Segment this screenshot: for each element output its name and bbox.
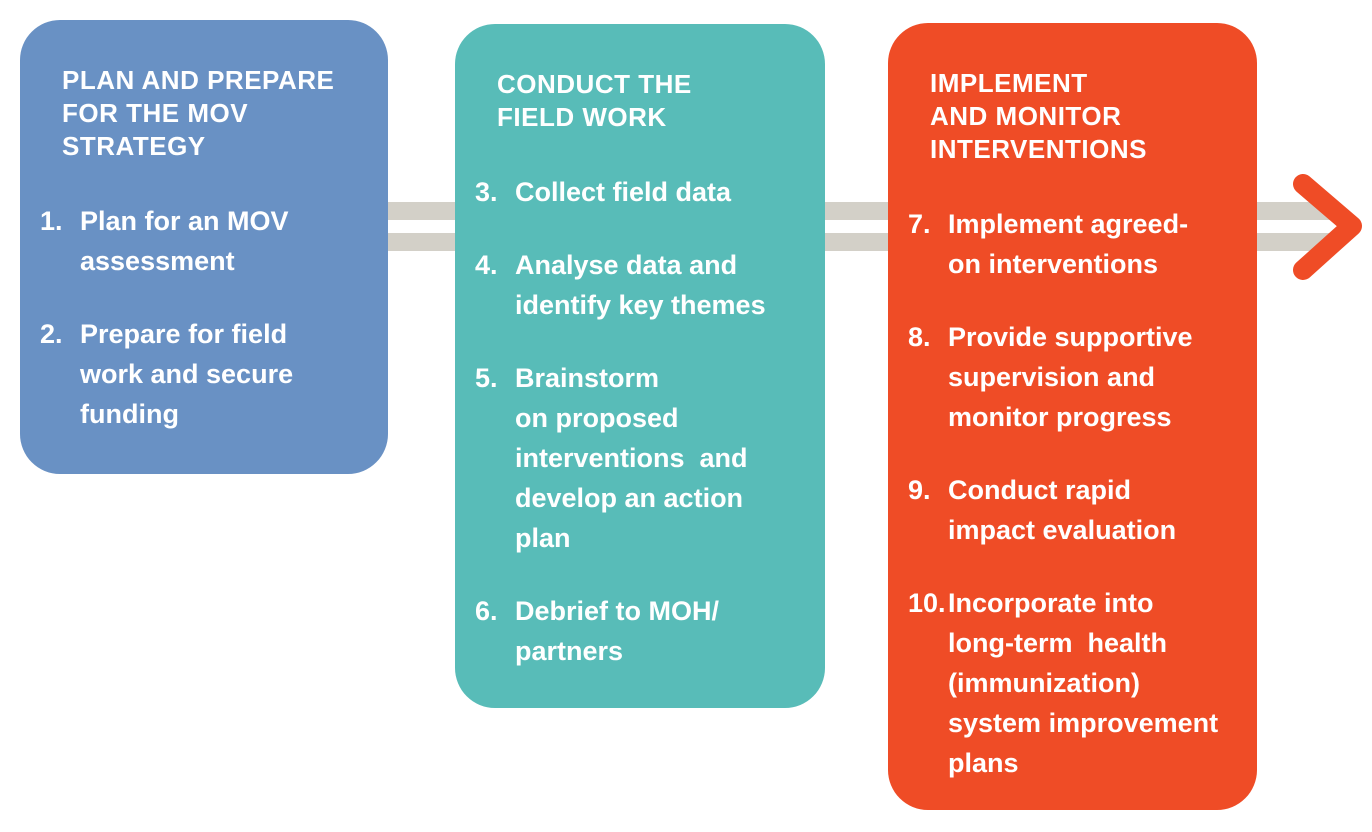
stage-title-line: CONDUCT THE bbox=[497, 69, 692, 99]
step-number: 9. bbox=[908, 475, 931, 505]
stage-title-line: PLAN AND PREPARE bbox=[62, 65, 335, 95]
step-number: 2. bbox=[40, 319, 63, 349]
step-text-line: Implement agreed- bbox=[948, 209, 1189, 239]
step-number: 7. bbox=[908, 209, 931, 239]
step-text-line: Incorporate into bbox=[948, 588, 1154, 618]
step-text-line: on interventions bbox=[948, 249, 1159, 279]
step-item-10: 10. Incorporate into long-term health (i… bbox=[908, 583, 1249, 783]
stage-title-line: INTERVENTIONS bbox=[930, 134, 1147, 164]
connector-bars-1 bbox=[388, 202, 455, 251]
connector-bar bbox=[825, 202, 888, 220]
stage-title: CONDUCT THE FIELD WORK bbox=[497, 68, 803, 134]
stage-box-field-work: CONDUCT THE FIELD WORK 3. Collect field … bbox=[455, 24, 825, 708]
step-text-line: partners bbox=[515, 636, 624, 666]
step-text-line: long-term health bbox=[948, 628, 1168, 658]
stage-title: IMPLEMENT AND MONITOR INTERVENTIONS bbox=[930, 67, 1235, 166]
step-number: 3. bbox=[475, 177, 498, 207]
step-item-2: 2. Prepare for field work and secure fun… bbox=[40, 314, 380, 434]
stage-box-plan-prepare: PLAN AND PREPARE FOR THE MOV STRATEGY 1.… bbox=[20, 20, 388, 474]
step-item-9: 9. Conduct rapid impact evaluation bbox=[908, 470, 1249, 550]
step-text-line: Conduct rapid bbox=[948, 475, 1131, 505]
step-number: 10. bbox=[908, 588, 946, 618]
connector-bars-2 bbox=[825, 202, 888, 251]
step-list: 7. Implement agreed- on interventions 8.… bbox=[908, 204, 1249, 783]
step-number: 4. bbox=[475, 250, 498, 280]
step-list: 1. Plan for an MOV assessment 2. Prepare… bbox=[40, 201, 380, 434]
step-text-line: impact evaluation bbox=[948, 515, 1177, 545]
step-text-line: Brainstorm bbox=[515, 363, 660, 393]
stage-title-line: IMPLEMENT bbox=[930, 68, 1088, 98]
stage-title-line: FIELD WORK bbox=[497, 102, 667, 132]
step-text-line: Analyse data and bbox=[515, 250, 738, 280]
connector-bar bbox=[1257, 202, 1332, 220]
stage-title-line: AND MONITOR bbox=[930, 101, 1122, 131]
step-text-line: funding bbox=[80, 399, 179, 429]
stage-box-implement-monitor: IMPLEMENT AND MONITOR INTERVENTIONS 7. I… bbox=[888, 23, 1257, 810]
step-number: 5. bbox=[475, 363, 498, 393]
step-text-line: monitor progress bbox=[948, 402, 1172, 432]
step-text-line: develop an action bbox=[515, 483, 744, 513]
step-text-line: Provide supportive bbox=[948, 322, 1193, 352]
step-text-line: interventions and bbox=[515, 443, 748, 473]
step-text-line: plans bbox=[948, 748, 1019, 778]
flow-arrow-icon bbox=[1293, 174, 1362, 280]
stage-title: PLAN AND PREPARE FOR THE MOV STRATEGY bbox=[62, 64, 366, 163]
step-list: 3. Collect field data 4. Analyse data an… bbox=[475, 172, 817, 671]
step-text-line: plan bbox=[515, 523, 571, 553]
step-text-line: Plan for an MOV bbox=[80, 206, 289, 236]
connector-bar bbox=[388, 233, 455, 251]
step-text-line: system improvement bbox=[948, 708, 1219, 738]
stage-title-line: FOR THE MOV bbox=[62, 98, 249, 128]
connector-bars-3 bbox=[1257, 202, 1332, 251]
step-item-5: 5. Brainstorm on proposed interventions … bbox=[475, 358, 817, 558]
step-item-8: 8. Provide supportive supervision and mo… bbox=[908, 317, 1249, 437]
step-text-line: assessment bbox=[80, 246, 235, 276]
step-number: 6. bbox=[475, 596, 498, 626]
step-number: 1. bbox=[40, 206, 63, 236]
step-item-7: 7. Implement agreed- on interventions bbox=[908, 204, 1249, 284]
step-text-line: (immunization) bbox=[948, 668, 1140, 698]
chevron-right-icon bbox=[1293, 174, 1362, 280]
step-text-line: identify key themes bbox=[515, 290, 766, 320]
step-text-line: Debrief to MOH/ bbox=[515, 596, 720, 626]
step-item-6: 6. Debrief to MOH/ partners bbox=[475, 591, 817, 671]
step-text-line: on proposed bbox=[515, 403, 679, 433]
connector-bar bbox=[1257, 233, 1332, 251]
step-text-line: Prepare for field bbox=[80, 319, 288, 349]
connector-bar bbox=[388, 202, 455, 220]
stage-title-line: STRATEGY bbox=[62, 131, 206, 161]
step-text-line: Collect field data bbox=[515, 177, 732, 207]
step-item-1: 1. Plan for an MOV assessment bbox=[40, 201, 380, 281]
step-item-3: 3. Collect field data bbox=[475, 172, 817, 212]
step-text-line: work and secure bbox=[80, 359, 294, 389]
step-number: 8. bbox=[908, 322, 931, 352]
step-item-4: 4. Analyse data and identify key themes bbox=[475, 245, 817, 325]
step-text-line: supervision and bbox=[948, 362, 1156, 392]
connector-bar bbox=[825, 233, 888, 251]
